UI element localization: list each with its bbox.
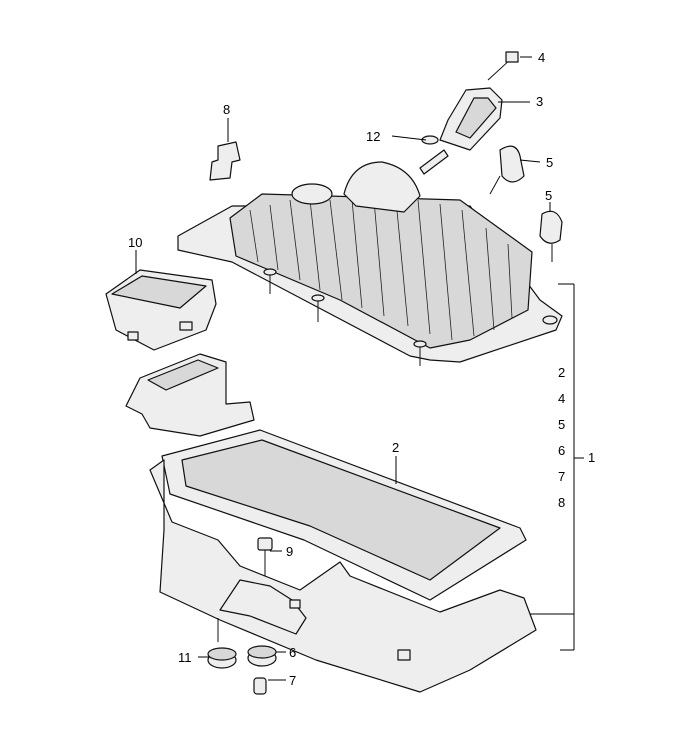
- callout-10: 10: [128, 235, 142, 250]
- air-filter-upper-housing: [177, 161, 563, 366]
- callout-8: 8: [223, 102, 230, 117]
- group-list-2: 2: [558, 365, 565, 380]
- sleeve-part-7: [253, 677, 267, 695]
- grommet-part-6: [247, 645, 277, 667]
- filter-element-part-2: [161, 429, 527, 601]
- callout-labels: 4 3 12 5 5 8 10 2 4 5 6 7 8 1 2 9 11 6 7: [128, 50, 595, 688]
- callout-5-upper: 5: [546, 155, 553, 170]
- callout-6: 6: [289, 645, 296, 660]
- hose-clamp-part-5-side: [539, 210, 563, 262]
- callout-12: 12: [366, 129, 380, 144]
- seal-part-12: [419, 135, 449, 175]
- callout-7: 7: [289, 673, 296, 688]
- leader-lines: [135, 56, 584, 681]
- callout-4: 4: [538, 50, 545, 65]
- callout-5-side: 5: [545, 188, 552, 203]
- intake-duct: [125, 353, 255, 437]
- callout-2: 2: [392, 440, 399, 455]
- group-list-4: 4: [558, 391, 565, 406]
- bolt-part-9: [257, 537, 273, 576]
- callout-9: 9: [286, 544, 293, 559]
- callout-3: 3: [536, 94, 543, 109]
- sensor-part-3: [439, 87, 503, 151]
- grommet-part-11: [207, 647, 237, 669]
- clip-part-8: [209, 141, 241, 181]
- air-filter-lower-housing: [149, 459, 537, 693]
- screw-part-4: [487, 51, 519, 81]
- callout-1: 1: [588, 450, 595, 465]
- filter-insert-part-10: [105, 269, 217, 351]
- group-list-6: 6: [558, 443, 565, 458]
- hose-clamp-part-5-upper: [489, 145, 525, 195]
- group-list-7: 7: [558, 469, 565, 484]
- callout-11: 11: [178, 650, 192, 665]
- group-list-5: 5: [558, 417, 565, 432]
- group-list-8: 8: [558, 495, 565, 510]
